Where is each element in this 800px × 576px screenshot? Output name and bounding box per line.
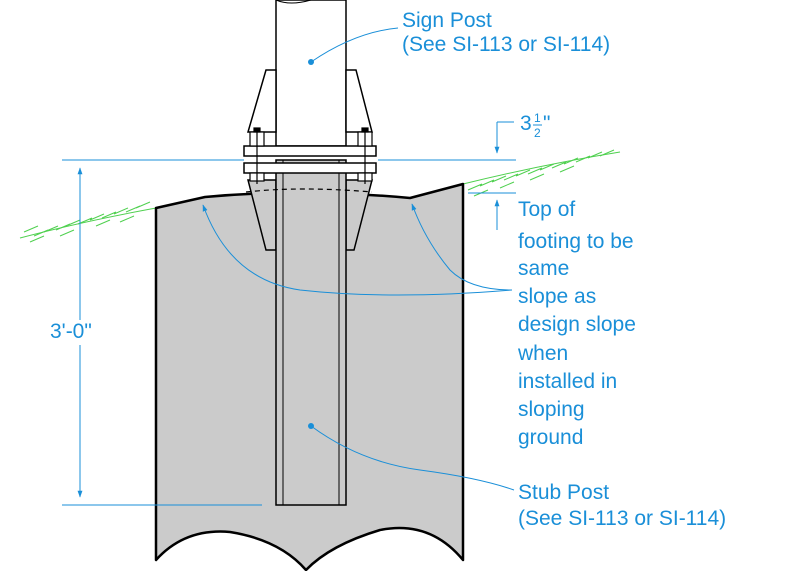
footing-note-line-9: ground [518, 426, 583, 449]
footing-note-line-8: sloping [518, 398, 585, 421]
stub-height-inch-mark: " [543, 112, 550, 135]
base-plates [243, 145, 377, 174]
depth-dimension [62, 159, 262, 506]
top-of-footing-leaders [202, 203, 513, 296]
footing-top-dashed [245, 188, 373, 193]
stub-post-label-1: Stub Post [518, 481, 609, 504]
footing-note-line-6: when [517, 342, 568, 365]
sign-post-label-1: Sign Post [402, 9, 492, 32]
stub-height-denominator: 2 [534, 126, 541, 140]
footing-note-line-5: design slope [518, 313, 636, 336]
footing-note-line-2: footing to be [518, 230, 634, 253]
stub-post-leader [308, 423, 515, 491]
ground-surface [19, 149, 621, 243]
stub-post [275, 159, 347, 506]
footing-note-line-1: Top of [518, 198, 575, 221]
depth-dimension-text: 3'-0" [50, 320, 92, 343]
stub-post-label-2: (See SI-113 or SI-114) [518, 507, 726, 530]
sign-post-leader [308, 27, 399, 65]
footing-note-line-7: installed in [518, 370, 617, 393]
sign-post [247, 0, 373, 147]
stub-height-whole: 3 [520, 112, 532, 135]
footing-note-line-4: slope as [518, 285, 596, 308]
anchor-bolts [249, 127, 373, 184]
footing-break-line [155, 527, 464, 572]
stub-height-numerator: 1 [534, 111, 541, 125]
stub-height-dimension [378, 121, 516, 230]
sign-post-label-2: (See SI-113 or SI-114) [402, 33, 610, 56]
footing-note-line-3: same [518, 257, 569, 280]
